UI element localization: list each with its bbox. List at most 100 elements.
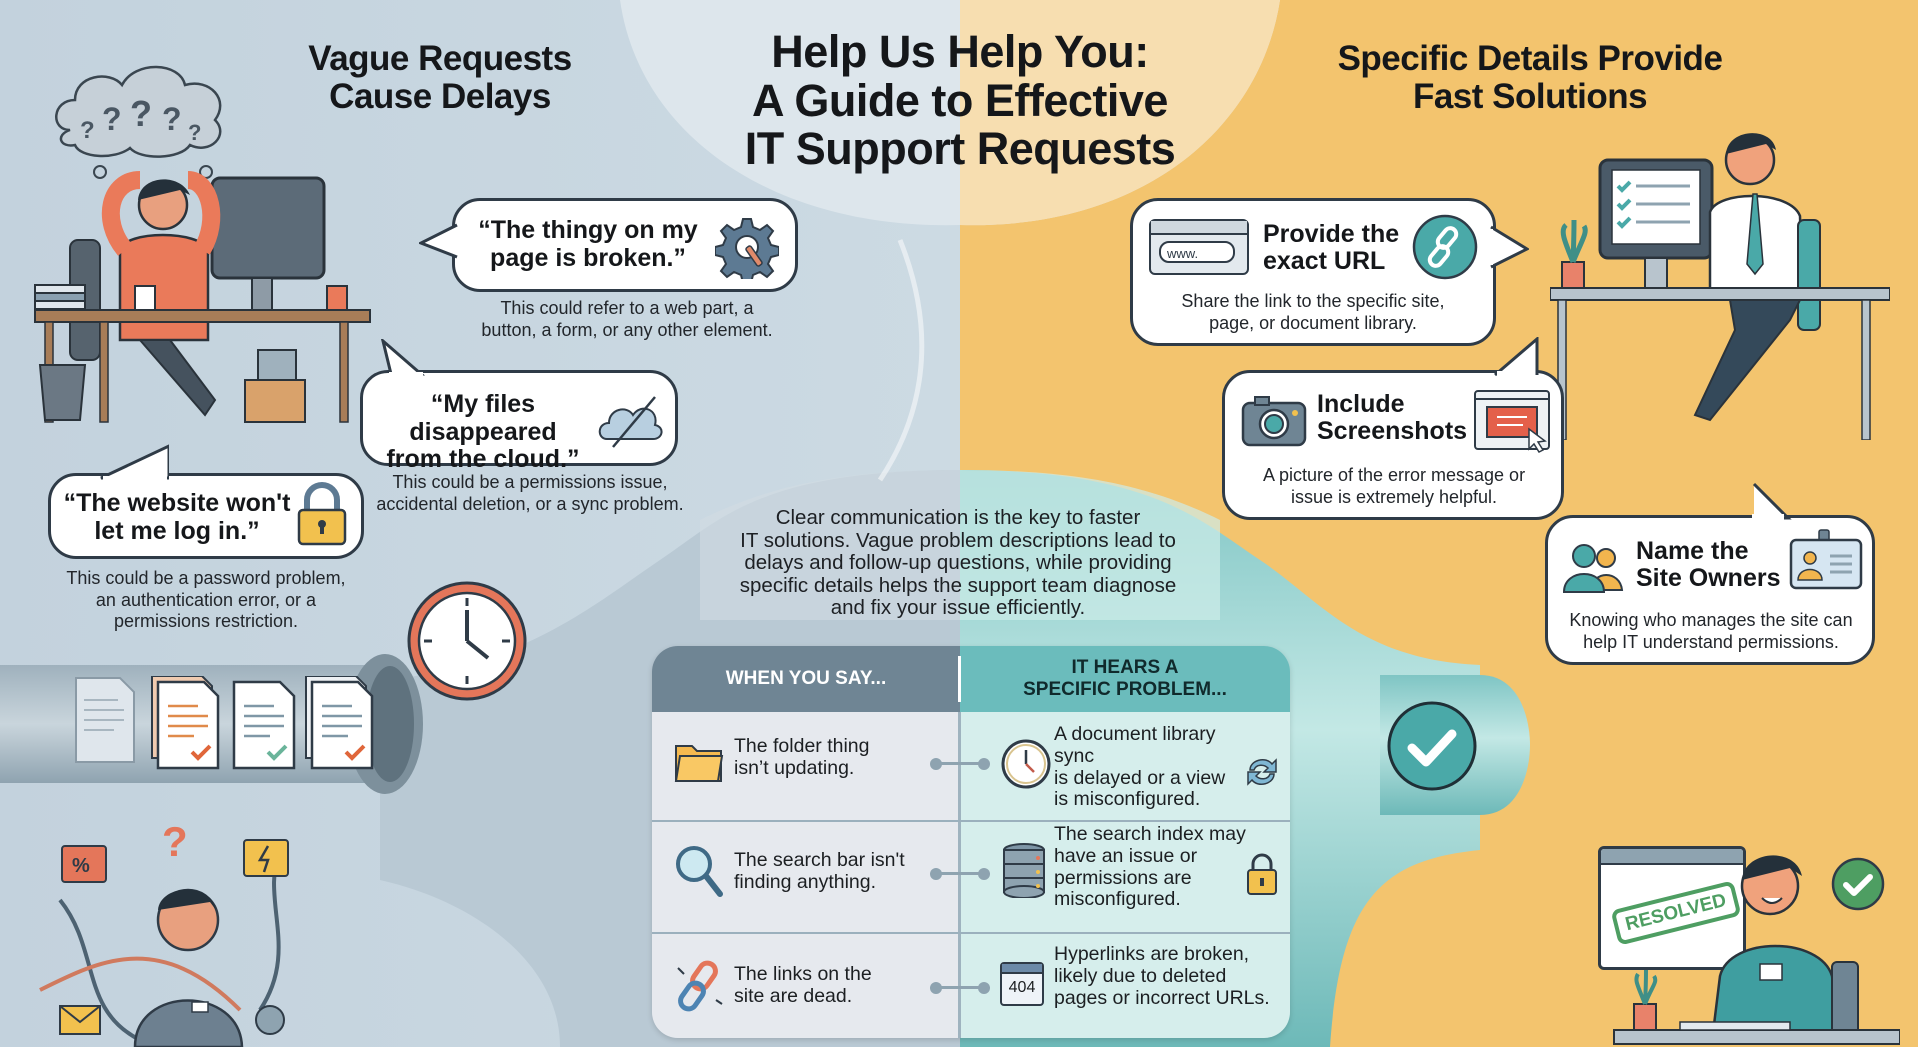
vague-heading-line-2: Cause Delays (329, 76, 551, 116)
document-checked-icon (151, 676, 220, 770)
svg-text:?: ? (188, 120, 201, 145)
document-icon (75, 677, 135, 763)
page-title: Help Us Help You: A Guide to Effective I… (640, 26, 1280, 175)
quote-text: “The website won't (63, 489, 291, 517)
say-text: The folder thing (734, 735, 870, 757)
hear-text: likely due to deleted (1054, 964, 1227, 987)
tip-title: Include (1317, 390, 1405, 418)
tip-description: Share the link to the specific site, (1181, 291, 1445, 311)
title-line-1: Help Us Help You: (771, 26, 1149, 77)
camera-icon (1241, 396, 1307, 447)
header-line: IT HEARS A (1071, 657, 1179, 679)
tip-title: Provide the (1263, 220, 1400, 248)
tip-title: Screenshots (1317, 417, 1468, 445)
header-line: SPECIFIC PROBLEM... (1023, 679, 1227, 700)
hear-text: The search index may (1054, 823, 1246, 845)
frustrated-user-illustration: ? ? ? ? ? (34, 65, 371, 423)
vague-quote-bubble-3: “The website won't let me log in.” (48, 444, 364, 559)
error-chat-icon (61, 845, 107, 883)
explanation-text: This could be a permissions issue, (392, 472, 668, 492)
error-code-label: 404 (1008, 979, 1036, 996)
explanation-text: This could refer to a web part, a (500, 298, 754, 318)
vague-explanation-1: This could refer to a web part, a button… (452, 298, 802, 341)
quote-text: “The thingy on my (478, 216, 698, 244)
svg-text:?: ? (162, 101, 182, 137)
warning-chat-icon (243, 839, 289, 877)
id-badge-icon (1789, 529, 1863, 590)
clock-icon (1001, 739, 1051, 789)
browser-url-icon: www. (1149, 219, 1249, 275)
hear-text: is delayed or a view (1054, 766, 1226, 789)
intro-line: specific details helps the support team … (739, 573, 1177, 597)
svg-text:?: ? (80, 117, 95, 144)
success-check-icon (1831, 857, 1885, 911)
say-text: The search bar isn't (734, 849, 905, 871)
explanation-text: accidental deletion, or a sync problem. (376, 493, 684, 514)
broken-link-icon (677, 960, 723, 1012)
quote-text: from the cloud.” (386, 445, 580, 473)
tip-title: exact URL (1263, 247, 1386, 275)
link-icon (1412, 214, 1478, 280)
title-line-3: IT Support Requests (744, 123, 1176, 175)
hear-text: misconfigured. (1054, 888, 1181, 911)
explanation-text: an authentication error, or a (95, 589, 317, 610)
explanation-text: This could be a password problem, (66, 568, 346, 588)
specific-heading-line-2: Fast Solutions (1412, 76, 1648, 116)
vague-heading-line-1: Vague Requests (308, 39, 572, 78)
explanation-text: permissions restriction. (113, 611, 299, 632)
tip-description: Knowing who manages the site can (1569, 610, 1853, 630)
hear-text: have an issue or (1054, 844, 1198, 867)
header-divider (958, 656, 961, 702)
error-404-icon: 404 (1000, 962, 1044, 1006)
vague-explanation-2: This could be a permissions issue, accid… (360, 472, 700, 515)
svg-text:?: ? (102, 101, 122, 137)
hear-text: is misconfigured. (1054, 788, 1201, 811)
question-cloud-icon: ? ? ? ? ? (55, 65, 222, 179)
hear-text: A document library sync (1054, 723, 1216, 767)
tip-bubble-screenshots: Include Screenshots A picture of the err… (1222, 337, 1564, 520)
folder-icon (674, 745, 724, 782)
happy-support-agent-illustration (1613, 855, 1900, 1045)
plant-pot (1561, 261, 1585, 289)
tip-title: Name the (1636, 537, 1749, 565)
table-header-it-hears: IT HEARS A SPECIFIC PROBLEM... (960, 646, 1290, 712)
table-row: The folder thing isn’t updating. A docum… (652, 712, 1290, 820)
database-icon (1003, 843, 1045, 898)
comparison-table: WHEN YOU SAY... IT HEARS A SPECIFIC PROB… (652, 646, 1290, 1038)
tip-bubble-exact-url: www. Provide the exact URL Share the lin… (1130, 198, 1529, 346)
gear-icon (255, 1005, 285, 1035)
users-icon (1562, 544, 1624, 593)
padlock-icon (1247, 853, 1277, 895)
title-line-2: A Guide to Effective (752, 74, 1168, 126)
table-header-when-you-say: WHEN YOU SAY... (652, 646, 960, 712)
tip-description: page, or document library. (1209, 312, 1417, 333)
svg-text:%: % (72, 855, 90, 877)
clock-icon (407, 581, 527, 701)
tangled-cables-illustration: % ? (39, 818, 289, 1047)
intro-line: Clear communication is the key to faster (775, 506, 1141, 529)
padlock-icon (297, 482, 347, 546)
say-text: finding anything. (734, 870, 877, 893)
url-field: www. (1159, 241, 1235, 263)
quote-text: “My files disappeared (409, 390, 557, 446)
tip-bubble-site-owners: Name the Site Owners Knowing who manages… (1545, 482, 1875, 665)
tip-description: A picture of the error message or (1262, 465, 1526, 485)
vague-quote-bubble-2: “My files disappeared from the cloud.” (360, 339, 678, 473)
confident-user-illustration (1550, 133, 1890, 440)
checkmark-badge-icon (1387, 701, 1477, 791)
tip-title: Site Owners (1636, 564, 1781, 592)
vague-explanation-3: This could be a password problem, an aut… (36, 568, 376, 633)
document-checked-icon (232, 680, 296, 770)
vague-quote-bubble-1: “The thingy on my page is broken.” (419, 198, 798, 292)
intro-line: and fix your issue efficiently. (830, 596, 1086, 620)
cloud-off-icon (598, 396, 663, 448)
quote-text: page is broken.” (490, 243, 686, 272)
broken-gear-icon (715, 218, 779, 279)
magnifier-icon (676, 846, 723, 897)
tip-description: help IT understand permissions. (1583, 631, 1839, 652)
vague-section-heading: Vague Requests Cause Delays (260, 40, 620, 116)
intro-line: delays and follow-up questions, while pr… (744, 551, 1172, 575)
svg-text:?: ? (162, 818, 188, 865)
hear-text: permissions are (1054, 866, 1192, 889)
intro-line: IT solutions. Vague problem descriptions… (740, 528, 1176, 552)
